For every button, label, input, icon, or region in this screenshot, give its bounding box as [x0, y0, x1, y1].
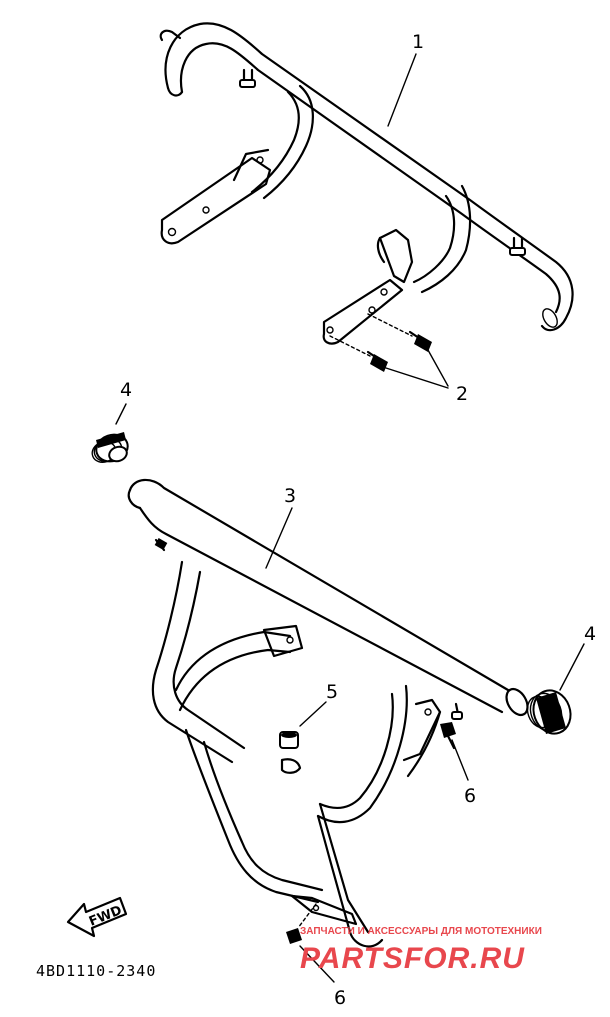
- callout-3: 3: [284, 485, 296, 507]
- leader-1: [387, 53, 417, 127]
- part-4-end-plug-left: [91, 403, 129, 463]
- part-4-end-plug-right: [526, 643, 585, 735]
- callout-2: 2: [456, 383, 468, 405]
- part-6-bolt-lower: [286, 903, 335, 983]
- leader-3: [265, 507, 293, 569]
- callout-6-bottom: 6: [334, 987, 346, 1009]
- callout-4-right: 4: [584, 623, 596, 645]
- part-6-bolt-upper: [440, 722, 469, 781]
- part-3-front-guard: [127, 478, 529, 948]
- callout-5: 5: [326, 681, 338, 703]
- callout-1: 1: [412, 31, 424, 53]
- watermark: ЗАПЧАСТИ И АКСЕССУАРЫ ДЛЯ МОТОТЕХНИКИ PA…: [300, 926, 542, 975]
- watermark-site: PARTSFOR.RU: [300, 942, 525, 975]
- callout-4-left: 4: [120, 379, 132, 401]
- watermark-tagline: ЗАПЧАСТИ И АКСЕССУАРЫ ДЛЯ МОТОТЕХНИКИ: [300, 926, 542, 937]
- callout-6-mid: 6: [464, 785, 476, 807]
- diagram-code: 4BD1110-2340: [36, 962, 156, 980]
- part-2-bolts: [329, 313, 449, 389]
- forward-arrow: FWD: [66, 896, 128, 938]
- forward-arrow-label: FWD: [87, 903, 124, 930]
- part-1-carrier-bar: [159, 22, 574, 345]
- part-5-grommet: [279, 701, 327, 749]
